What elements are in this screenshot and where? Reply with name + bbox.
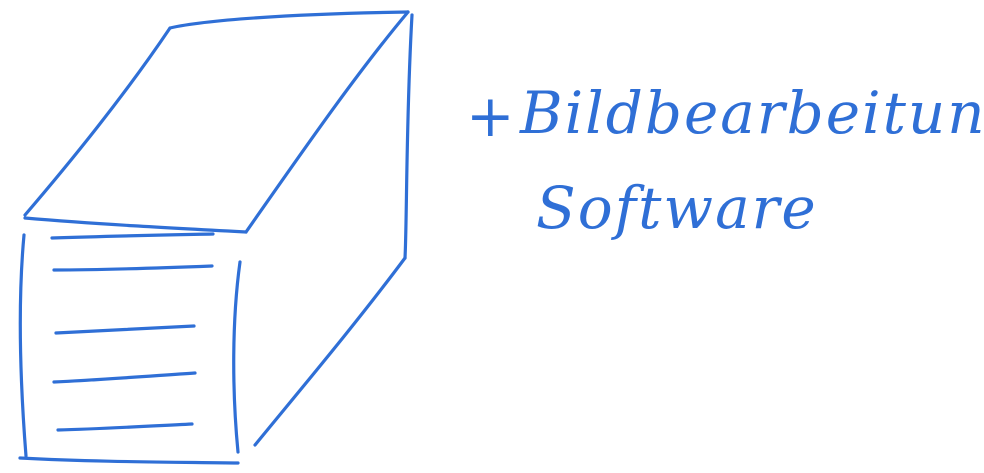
server-front-left-edge bbox=[18, 233, 28, 458]
software-label-line-2: Software bbox=[536, 174, 818, 242]
drive-slot-line bbox=[50, 232, 215, 240]
server-front-top-edge bbox=[23, 216, 248, 234]
server-back-bottom-slope bbox=[253, 256, 407, 447]
server-tower-icon bbox=[18, 10, 414, 465]
drive-slot-line bbox=[52, 371, 197, 384]
software-label-line-1: Bildbearbeitungs- bbox=[519, 79, 984, 147]
plus-sign: + bbox=[466, 82, 517, 150]
server-front-right-edge bbox=[232, 260, 242, 454]
server-right-slope bbox=[244, 10, 410, 234]
drive-slot-line bbox=[54, 324, 196, 335]
drive-slot-line bbox=[52, 264, 214, 272]
server-left-slope bbox=[23, 26, 172, 217]
server-front-bottom-edge bbox=[18, 456, 240, 465]
server-top-edge bbox=[168, 10, 410, 30]
drive-slot-line bbox=[56, 422, 194, 432]
server-back-right-vertical bbox=[403, 13, 414, 260]
